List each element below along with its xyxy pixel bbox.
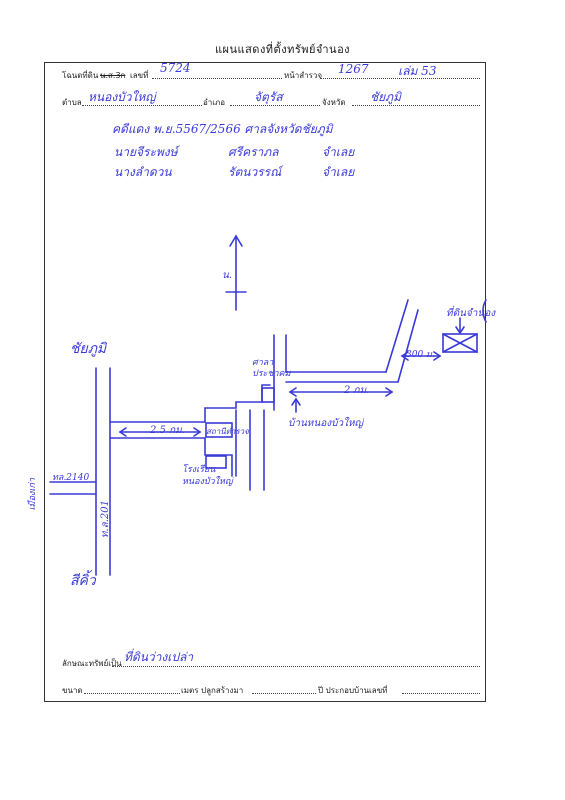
north-label: น. [222,270,233,281]
amphoe-handwritten: จัตุรัส [254,90,283,104]
highway-number-label: ท.ล.201 [100,500,111,539]
property-type-handwritten: ที่ดินว่างเปล่า [124,650,194,664]
defendant2-surname: รัตนวรรณ์ [228,165,282,179]
build-dotline [252,693,316,694]
size-dotline [84,693,180,694]
target-label: ที่ดินจำนอง [446,308,496,319]
distance-label-2: 2 กม. [344,385,370,396]
defendant1-name: นายจีระพงษ์ [114,145,178,159]
survey-dotline [320,78,480,79]
amphoe-label: อำเภอ [203,98,226,107]
year-label: ปี ประกอบบ้านเลขที่ [318,686,388,695]
tambon-label: ตำบล [62,98,82,107]
defendant1-surname: ศรีคราภล [228,145,279,159]
city-north-label: ชัยภูมิ [70,341,107,357]
number-label: เลขที่ [130,71,149,80]
province-label: จังหวัด [322,98,346,107]
province-dotline [352,105,480,106]
amphoe-dotline [230,105,320,106]
tambon-handwritten: หนองบัวใหญ่ [88,90,156,104]
property-label: ลักษณะทรัพย์เป็น [62,659,122,668]
build-label: เมตร ปลูกสร้างมา [181,686,244,695]
distance-label-1: 2.5 กม. [150,425,185,436]
deed-number-handwritten: 5724 [160,61,191,75]
deed-label: โฉนดที่ดิน [62,71,99,80]
side-road-label: ทล.2140 [52,473,90,483]
province-handwritten: ชัยภูมิ [370,90,401,104]
number-dotline [152,78,282,79]
station-label: สถานีตำรวจ [206,427,249,436]
city-south-label: สีคิ้ว [70,573,96,589]
distance-label-3: 300 ม. [406,350,435,360]
deed-type-struck: น.ส.3ก [100,71,126,80]
form-title: แผนแสดงที่ตั้งทรัพย์จำนอง [214,43,351,56]
year-dotline [402,693,480,694]
defendant1-role: จำเลย [322,145,355,159]
village-label: บ้านหนองบัวใหญ่ [288,418,364,429]
tambon-dotline [82,105,202,106]
case-note-line1: คดีแดง พ.ย.5567/2566 ศาลจังหวัดชัยภูมิ [112,122,333,136]
size-label: ขนาด [62,686,83,695]
defendant2-name: นางลำดวน [114,165,172,179]
north-arrowhead-icon [229,234,243,247]
survey-label: หน้าสำรวจ [284,71,323,80]
property-dotline [112,666,480,667]
defendant2-role: จำเลย [322,165,355,179]
side-town-label: เมืองเก่า [28,478,38,511]
form-frame [44,62,486,702]
pavilion-label: ศาลา ประชาคม [252,358,291,379]
book-number-handwritten: เล่ม 53 [398,64,437,78]
survey-number-handwritten: 1267 [338,62,369,76]
school-label: โรงเรียน หนองบัวใหญ่ [182,465,233,487]
